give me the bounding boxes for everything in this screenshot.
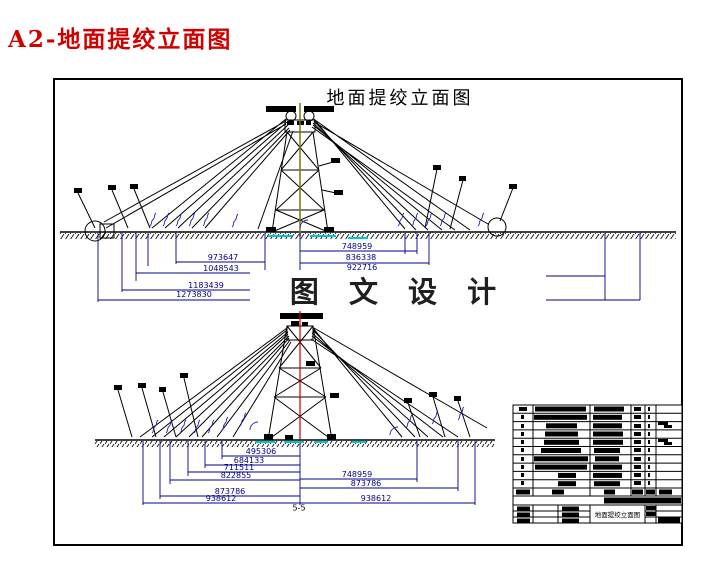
titleblock-redacted-bars [516, 406, 681, 523]
drawing-title: 地面提绞立面图 [326, 88, 474, 109]
lower-anchor-flags-right [404, 392, 471, 438]
titleblock [512, 404, 683, 524]
lower-top-beam [280, 313, 323, 319]
upper-anchor-flags-right [424, 165, 517, 230]
dimension-label: 684133 [233, 456, 265, 465]
lower-elevation [95, 311, 495, 505]
lower-annotation-marks [151, 406, 465, 436]
upper-guy-wires-right [311, 118, 489, 231]
section-label: 5-5 [292, 503, 306, 513]
upper-anchor-flags-left [74, 184, 151, 229]
dimension-label: 938612 [360, 494, 392, 503]
lower-guy-wires-left [139, 327, 292, 438]
upper-dimension-lines [97, 233, 641, 302]
dimension-label: 873786 [350, 479, 382, 488]
dimension-label: 748959 [341, 242, 373, 251]
dimension-label: 873786 [214, 487, 246, 496]
lower-tower [264, 313, 339, 441]
dimension-label: 822855 [220, 471, 252, 480]
dimension-label: 495306 [245, 447, 277, 456]
dimension-label: 748959 [341, 470, 373, 479]
dimension-label: 1048543 [203, 264, 239, 273]
lower-dimension-lines [142, 441, 476, 505]
watermark: 图 文 设 计 [250, 270, 546, 310]
dimension-label: 1273830 [176, 290, 212, 299]
top-beam-right [304, 106, 334, 112]
upper-ground-line [60, 231, 676, 239]
dimension-label: 836338 [345, 253, 377, 262]
upper-elevation [60, 103, 676, 302]
upper-base-marks-cyan [268, 235, 368, 239]
page-title: A2-地面提绞立面图 [8, 26, 233, 53]
upper-winch [84, 220, 115, 242]
dimension-label: 711511 [223, 463, 255, 472]
dimension-label: 973647 [207, 253, 239, 262]
dimension-label: 1183439 [188, 281, 224, 290]
drawing-border [53, 78, 683, 546]
upper-pulley-right [487, 217, 507, 237]
lower-ground-line [95, 439, 495, 447]
upper-tower [266, 106, 343, 233]
dimension-label: 938612 [205, 494, 237, 503]
titleblock-caption: 地面提绞立面图 [594, 511, 641, 519]
lower-anchor-flags-left [114, 373, 199, 438]
dimension-label: 922716 [346, 263, 378, 272]
lower-guy-wires-right [310, 327, 488, 438]
top-beam-left [266, 106, 296, 112]
upper-guy-wires-left [103, 118, 294, 230]
